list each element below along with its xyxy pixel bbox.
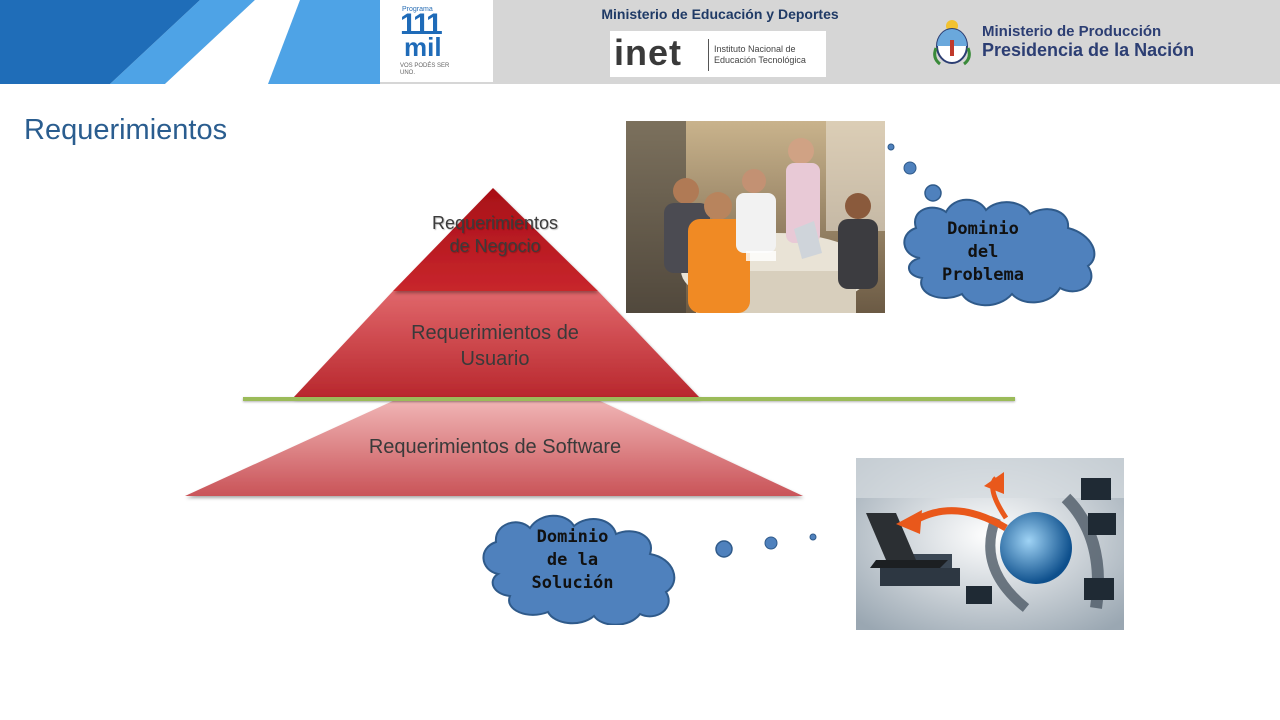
program-small-label: Programa (402, 6, 433, 13)
header-banner: Programa 111 mil VOS PODÉS SER UNO. Mini… (0, 0, 1280, 84)
inet-logo: inet Instituto Nacional de Educación Tec… (610, 31, 826, 77)
escudo-icon (933, 20, 971, 66)
usuario-line2: Usuario (460, 348, 530, 370)
solucion-line1: Dominio (536, 527, 609, 547)
presidency-label: Presidencia de la Nación (982, 40, 1195, 60)
pyramid-level-usuario (293, 291, 700, 398)
negocio-line2: de Negocio (449, 236, 541, 256)
pyramid-label-usuario: Requerimientos de Usuario (370, 320, 620, 372)
program-111mil-logo: Programa 111 mil VOS PODÉS SER UNO. (380, 0, 493, 82)
inet-subtitle-line2: Educación Tecnológica (714, 55, 806, 65)
callout-cloud-solucion (482, 514, 817, 625)
callout-cloud-problema (887, 143, 1096, 307)
header-stripes (0, 0, 380, 84)
photo-meeting (626, 121, 885, 313)
pyramid-level-software (185, 400, 803, 496)
photo-technology (856, 458, 1124, 630)
program-number: 111 (400, 8, 443, 41)
program-word: mil (404, 32, 442, 62)
callout-text-problema: Dominio del Problema (918, 218, 1048, 287)
slide-title: Requerimientos (24, 114, 228, 146)
inet-subtitle-line1: Instituto Nacional de (714, 44, 796, 54)
negocio-line1: Requerimientos (431, 213, 559, 233)
ministry-education-label: Ministerio de Educación y Deportes (601, 6, 839, 22)
solucion-line3: Solución (531, 573, 614, 593)
inet-subtitle: Instituto Nacional de Educación Tecnológ… (714, 44, 806, 66)
callout-text-solucion: Dominio de la Solución (505, 526, 640, 595)
inet-separator (708, 39, 709, 71)
problema-line1: Dominio (947, 219, 1019, 239)
pyramid-label-negocio: Requerimientos de Negocio (395, 212, 595, 258)
inet-word: inet (614, 32, 683, 73)
pyramid-level-negocio (393, 188, 598, 291)
ministry-production-label: Ministerio de Producción (982, 23, 1162, 40)
pyramid-label-software: Requerimientos de Software (368, 436, 622, 458)
program-tagline: VOS PODÉS SER UNO. (400, 63, 450, 76)
problema-line3: Problema (942, 265, 1024, 285)
domain-divider-line (243, 397, 1015, 401)
solucion-line2: de la (546, 550, 599, 570)
problema-line2: del (967, 242, 999, 262)
usuario-line1: Requerimientos de (411, 322, 579, 344)
